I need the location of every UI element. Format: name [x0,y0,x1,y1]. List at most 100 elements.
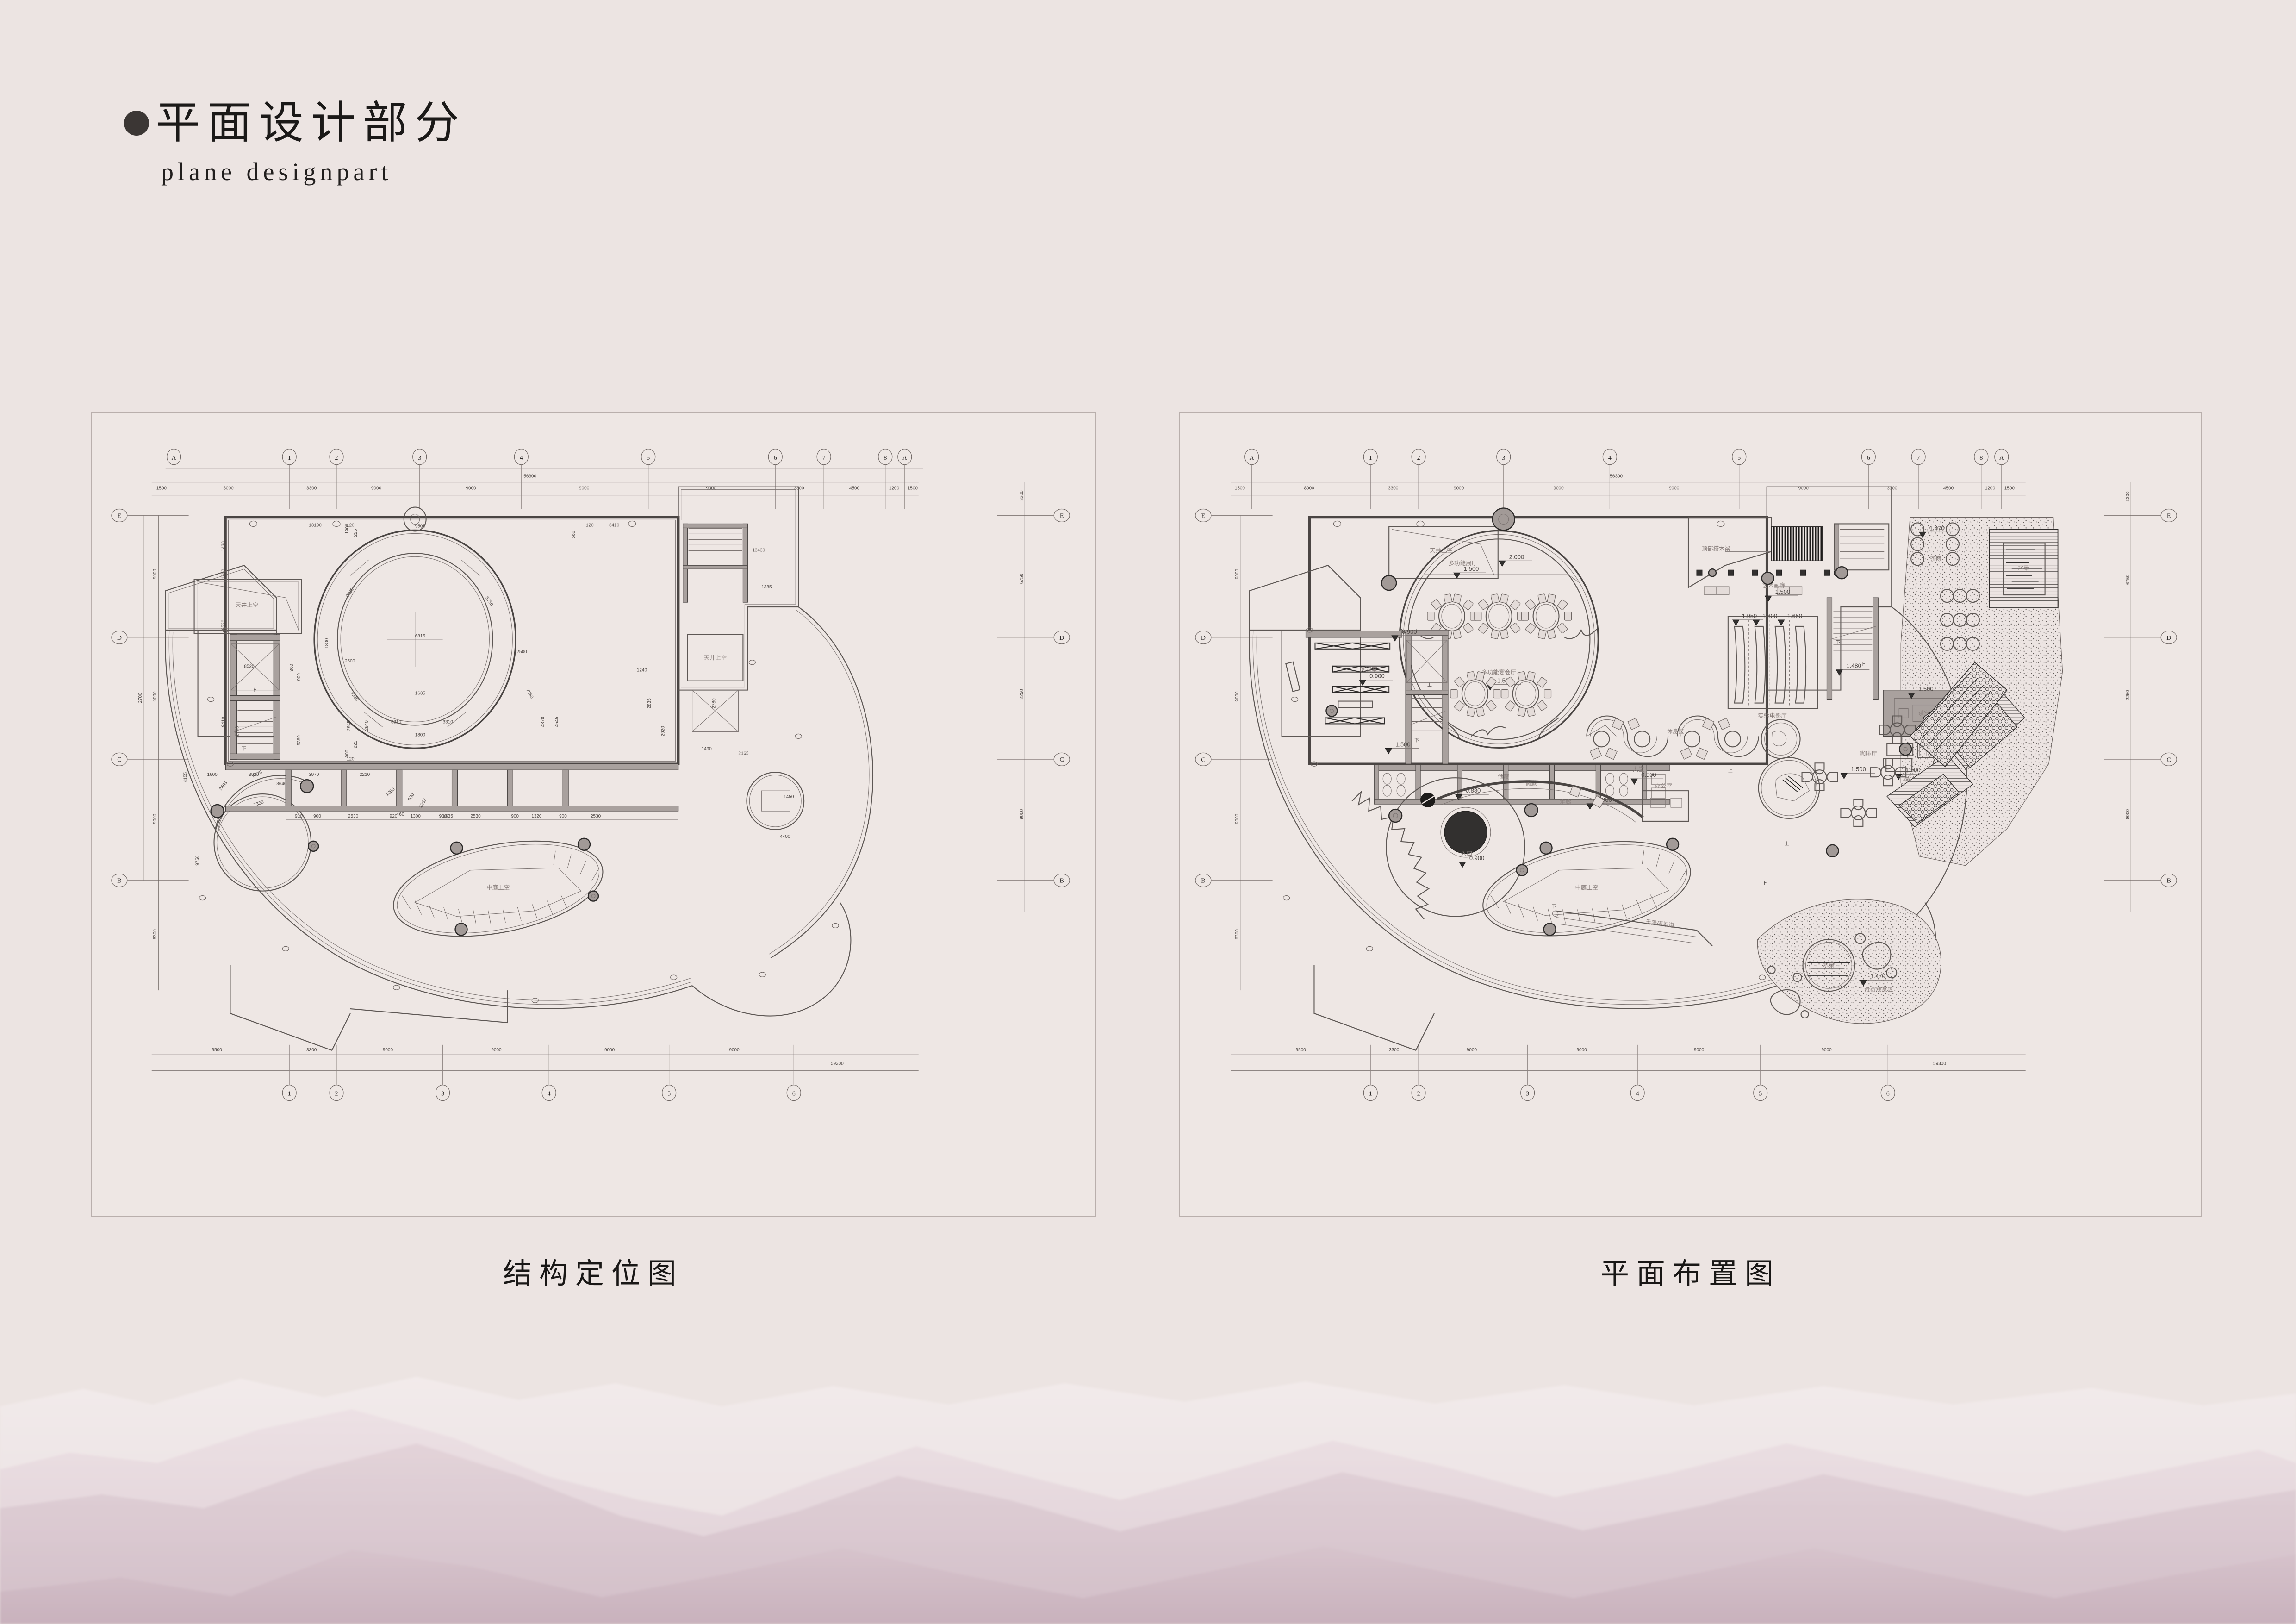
svg-text:5: 5 [1737,455,1741,462]
room-label: 大堂 [1633,766,1644,773]
gallery-display-pedestals [1704,586,1803,595]
cafe-table-2 [1870,758,1907,787]
svg-text:8: 8 [1979,455,1983,462]
ne-stair: 上 下 1.480 [1826,597,1879,700]
svg-text:下: 下 [242,746,246,751]
svg-text:9000: 9000 [383,1048,393,1053]
lightwell-east-structure: 天井上空 [687,634,744,681]
svg-text:9000: 9000 [153,691,158,702]
column-markers-layout [1282,520,1766,980]
svg-text:1800: 1800 [415,732,426,737]
svg-text:2250: 2250 [2125,690,2130,700]
svg-text:9000: 9000 [1821,1048,1832,1053]
svg-text:0.900: 0.900 [1641,771,1656,778]
svg-text:900: 900 [297,673,302,681]
svg-text:2530: 2530 [348,814,359,819]
svg-text:900: 900 [559,814,567,819]
roof-edge-structure [403,506,427,532]
cafe-table-3 [1840,799,1877,827]
level-tag-1480: 1.480 [1836,662,1870,676]
room-label: 茶院 [1930,555,1942,562]
svg-text:7: 7 [1917,455,1920,462]
room-label: 办公室 [1655,782,1672,789]
circular-stair-structure: 8775 7355 2465 3640 [210,769,319,892]
water-feature-north: 水景 [1989,529,2059,608]
exhibition-hall: 多功能展厅 1.500 [1449,560,1486,579]
svg-text:6750: 6750 [1019,574,1024,584]
column-markers-structure [199,520,839,1003]
svg-text:2165: 2165 [738,751,749,756]
svg-text:上: 上 [1427,682,1432,688]
lounge-area: 休息区 [1586,715,1801,760]
room-label: 无障碍坡道 [1645,918,1675,929]
entrance-rotunda: 入口 0.900 [1351,777,1538,920]
drawing-plate-layout[interactable]: A 1 2 3 4 5 6 7 8 A [1179,412,2202,1217]
svg-text:1430: 1430 [221,541,226,552]
svg-text:1: 1 [288,1091,291,1098]
atrium-void-structure: 中庭上空 [393,837,604,937]
svg-text:1500: 1500 [221,569,226,580]
svg-text:13190: 13190 [309,523,322,528]
svg-text:2530: 2530 [470,814,481,819]
svg-text:6530: 6530 [221,619,226,630]
banquet-hall: 2.000 1.500 多功能宴会厅 [1399,530,1599,749]
bullet-dot-icon [124,111,149,136]
svg-text:1500: 1500 [908,486,918,491]
svg-text:1.500: 1.500 [1464,565,1479,572]
svg-text:2945: 2945 [347,720,352,731]
svg-text:3300: 3300 [794,486,804,491]
svg-text:上: 上 [252,688,256,693]
svg-text:4: 4 [1636,1091,1639,1098]
svg-text:1.500: 1.500 [1775,588,1790,595]
svg-text:4: 4 [520,455,523,462]
svg-text:2835: 2835 [647,698,652,709]
svg-text:56300: 56300 [523,474,536,479]
svg-text:5: 5 [667,1091,671,1098]
skylight-layout [1492,507,1515,531]
svg-text:6: 6 [1886,1091,1890,1098]
cinema-seat-rows [1734,625,1807,704]
level-tag-1500-gallery: 1.500 [1764,588,1798,602]
svg-text:1: 1 [1369,1091,1372,1098]
svg-text:9000: 9000 [1576,1048,1587,1053]
svg-text:120: 120 [347,756,355,762]
svg-text:A: A [902,455,907,462]
level-tag-2000: 2.000 [1498,553,1532,567]
drawing-plate-structure[interactable]: A 1 2 3 [91,412,1096,1217]
room-label: 天井上空 [1430,547,1453,554]
grid-right-structure: E D C B 3300 6750 2250 9000 [997,482,1070,912]
svg-text:4545: 4545 [554,717,560,727]
svg-text:460: 460 [397,812,404,817]
svg-text:9000: 9000 [371,486,382,491]
svg-text:9000: 9000 [1019,809,1024,819]
svg-text:0.900: 0.900 [1469,855,1484,862]
svg-text:1.480: 1.480 [1846,662,1861,669]
svg-text:3410: 3410 [609,523,620,528]
svg-text:4500: 4500 [1943,486,1954,491]
svg-text:B: B [117,878,121,885]
svg-text:0.900: 0.900 [1369,673,1384,680]
room-label: 顶部搭木梁 [1702,545,1731,552]
svg-text:1.500: 1.500 [1918,686,1933,693]
central-oval-structure: 6815 9265 5250 9265 3310 3310 1800 1800 … [313,529,535,750]
svg-text:下: 下 [1552,905,1556,910]
svg-text:1.470: 1.470 [1870,973,1885,980]
layout-drawing: A 1 2 3 4 5 6 7 8 A [1180,413,2201,1216]
svg-text:1450: 1450 [784,794,794,800]
svg-text:6: 6 [1867,455,1870,462]
svg-text:C: C [2166,756,2171,763]
banquet-table-3 [1521,593,1572,639]
svg-text:560: 560 [571,531,576,538]
svg-text:C: C [1201,756,1205,763]
svg-text:E: E [118,512,122,519]
svg-text:4400: 4400 [780,834,790,839]
svg-text:1500: 1500 [2004,486,2015,491]
cinema-hall: 1.950 1.800 1.650 实验电影厅 [1727,612,1818,719]
page-title: 平面设计部分 [156,98,467,148]
svg-text:1.470: 1.470 [1929,525,1944,531]
svg-text:900: 900 [511,814,519,819]
svg-text:9000: 9000 [466,486,477,491]
svg-text:4500: 4500 [849,486,860,491]
svg-text:1385: 1385 [761,585,772,590]
room-label: 水景 [1823,962,1835,968]
